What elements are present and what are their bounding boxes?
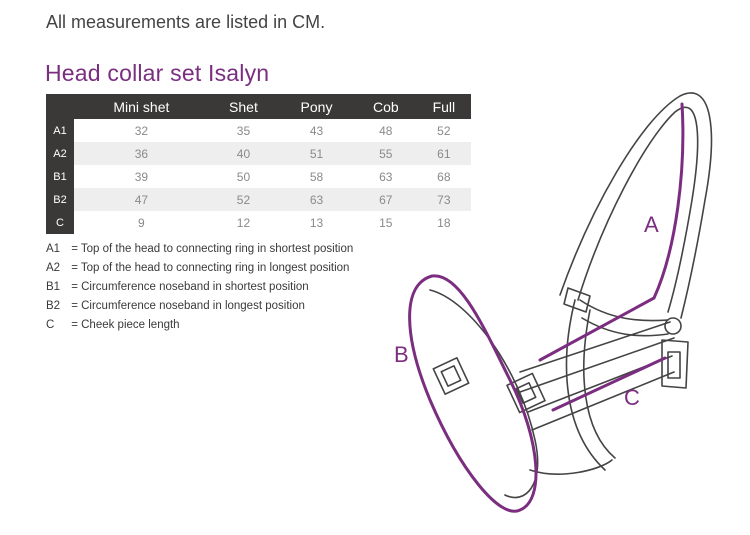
row-header: C [46, 211, 74, 234]
label-c: C [624, 385, 640, 410]
measure-a-line [538, 102, 685, 362]
table-cell: 52 [208, 188, 279, 211]
buckle-center-inner [515, 381, 537, 405]
noseband-inner [429, 289, 539, 499]
table-cell: 43 [278, 119, 355, 142]
table-cell: 12 [208, 211, 279, 234]
table-corner [46, 94, 74, 119]
table-cell: 47 [74, 188, 209, 211]
buckle-left [432, 357, 470, 395]
side-ring [563, 287, 591, 313]
table-cell: 13 [278, 211, 355, 234]
row-header: B1 [46, 165, 74, 188]
label-a: A [644, 212, 659, 237]
legend-code: C [46, 319, 55, 331]
column-header: Full [416, 94, 471, 119]
row-header: B2 [46, 188, 74, 211]
table-row: A2 36 40 51 55 61 [46, 142, 471, 165]
legend-text: = Top of the head to connecting ring in … [71, 262, 350, 274]
table-cell: 73 [416, 188, 471, 211]
legend-text: = Circumference noseband in shortest pos… [71, 281, 309, 293]
head-collar-diagram: A B C [394, 92, 713, 513]
table-cell: 58 [278, 165, 355, 188]
column-header: Mini shet [74, 94, 209, 119]
legend-item: B2 = Circumference noseband in longest p… [46, 297, 353, 316]
buckle-left-inner [440, 364, 462, 388]
cheek-strap [519, 321, 675, 393]
table-cell: 68 [416, 165, 471, 188]
legend-item: C = Cheek piece length [46, 316, 353, 335]
column-header: Shet [208, 94, 279, 119]
table-cell: 40 [208, 142, 279, 165]
table-cell: 61 [416, 142, 471, 165]
table-cell: 15 [354, 211, 417, 234]
legend-text: = Top of the head to connecting ring in … [71, 243, 354, 255]
lower-strap [527, 355, 675, 431]
table-row: B1 39 50 58 63 68 [46, 165, 471, 188]
table-cell: 35 [208, 119, 279, 142]
throat-strap [579, 299, 669, 337]
legend-text: = Cheek piece length [71, 319, 180, 331]
table-cell: 18 [416, 211, 471, 234]
legend-code: B2 [46, 300, 61, 312]
table-cell: 51 [278, 142, 355, 165]
noseband-back [529, 459, 613, 475]
table-cell: 55 [354, 142, 417, 165]
connecting-ring [664, 317, 682, 335]
legend-item: A1 = Top of the head to connecting ring … [46, 240, 353, 259]
label-b: B [394, 342, 409, 367]
measure-b-loop [408, 274, 538, 513]
size-table-header: Mini shet Shet Pony Cob Full [46, 94, 471, 119]
measure-c-line [551, 356, 667, 412]
column-header: Cob [354, 94, 417, 119]
table-cell: 52 [416, 119, 471, 142]
table-cell: 32 [74, 119, 209, 142]
table-cell: 36 [74, 142, 209, 165]
legend-item: A2 = Top of the head to connecting ring … [46, 259, 353, 278]
legend-item: B1 = Circumference noseband in shortest … [46, 278, 353, 297]
table-cell: 50 [208, 165, 279, 188]
page-title: Head collar set Isalyn [45, 60, 270, 86]
lead-clip [661, 339, 689, 389]
table-cell: 67 [354, 188, 417, 211]
buckle-center [506, 372, 546, 414]
table-cell: 63 [354, 165, 417, 188]
size-table: Mini shet Shet Pony Cob Full A1 32 35 43… [46, 94, 471, 234]
table-row: A1 32 35 43 48 52 [46, 119, 471, 142]
table-cell: 48 [354, 119, 417, 142]
table-cell: 9 [74, 211, 209, 234]
table-row: C 9 12 13 15 18 [46, 211, 471, 234]
legend-code: A2 [46, 262, 61, 274]
table-cell: 63 [278, 188, 355, 211]
crown-strap-outer [559, 92, 713, 319]
legend-code: B1 [46, 281, 61, 293]
table-row: B2 47 52 63 67 73 [46, 188, 471, 211]
measurement-note: All measurements are listed in CM. [46, 12, 326, 32]
column-header: Pony [278, 94, 355, 119]
row-header: A1 [46, 119, 74, 142]
crown-strap-inner [577, 106, 699, 313]
legend-code: A1 [46, 243, 61, 255]
legend-text: = Circumference noseband in longest posi… [71, 300, 305, 312]
table-cell: 39 [74, 165, 209, 188]
legend: A1 = Top of the head to connecting ring … [46, 240, 353, 335]
row-header: A2 [46, 142, 74, 165]
